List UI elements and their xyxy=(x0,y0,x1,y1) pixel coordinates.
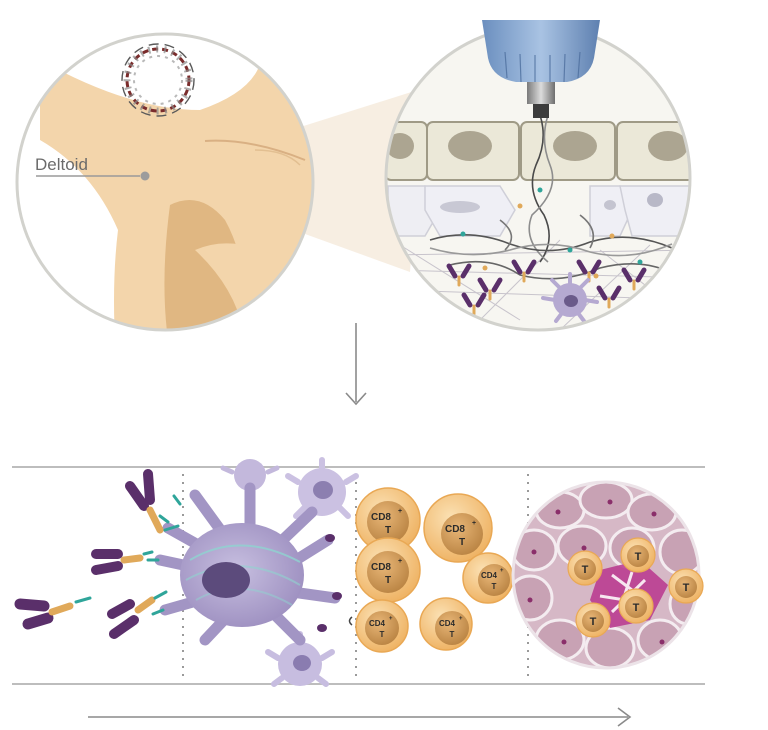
antibody-2 xyxy=(91,549,154,575)
dermal-cell-layer xyxy=(387,185,690,237)
receptor-hook xyxy=(348,616,353,626)
svg-text:T: T xyxy=(385,575,391,586)
cd8-label-3: CD8 xyxy=(445,524,465,535)
svg-text:+: + xyxy=(472,520,476,527)
cd4-label-1: CD4 xyxy=(369,619,386,628)
plasmid-dna-icon xyxy=(121,43,195,117)
svg-text:+: + xyxy=(500,568,504,574)
svg-text:T: T xyxy=(633,602,640,614)
svg-text:+: + xyxy=(398,508,402,515)
deltoid-label: Deltoid xyxy=(35,155,88,174)
t-cell-tumor-5: T xyxy=(575,602,611,638)
dendritic-nucleus xyxy=(202,562,250,598)
svg-text:+: + xyxy=(459,616,463,622)
svg-text:T: T xyxy=(380,630,385,639)
dna-accent-dots xyxy=(460,187,643,279)
cd8-t-cell-1: CD8 + T xyxy=(355,487,421,553)
svg-text:+: + xyxy=(389,616,393,622)
antibody-1 xyxy=(125,469,180,534)
t-cell-tumor-4: T xyxy=(618,588,654,624)
injection-point xyxy=(140,171,150,181)
cd8-label-1: CD8 xyxy=(371,512,391,523)
antibodies-tissue xyxy=(446,259,647,316)
t-cell-tumor-2: T xyxy=(567,550,603,586)
antibody-4 xyxy=(107,590,168,639)
dendritic-cell-small xyxy=(541,272,599,323)
cd4-t-cell-3: CD4 + T xyxy=(419,597,473,651)
lymph-panel xyxy=(12,466,705,685)
injection-device xyxy=(482,20,600,118)
injected-dna-strands xyxy=(429,114,673,280)
dendritic-cell-small-bottom xyxy=(265,631,335,687)
svg-text:T: T xyxy=(635,551,642,563)
dendritic-cell-small-top-2 xyxy=(285,457,359,519)
svg-text:T: T xyxy=(492,582,497,591)
cd8-t-cell-3: CD8 + T xyxy=(423,493,493,563)
svg-text:T: T xyxy=(582,564,589,576)
cd4-label-2: CD4 xyxy=(481,571,498,580)
cd8-t-cell-2: CD8 + T xyxy=(355,537,421,603)
process-down-arrow xyxy=(345,323,367,406)
svg-text:T: T xyxy=(459,537,465,548)
shoulder-circle: Deltoid xyxy=(15,32,315,332)
svg-text:T: T xyxy=(385,525,391,536)
tissue-zoom-circle xyxy=(384,20,692,332)
svg-text:T: T xyxy=(683,582,690,594)
svg-text:+: + xyxy=(398,558,402,565)
cd8-label-2: CD8 xyxy=(371,562,391,573)
svg-text:T: T xyxy=(450,630,455,639)
t-cell-tumor-3: T xyxy=(668,568,704,604)
antibody-3 xyxy=(14,596,92,630)
svg-text:T: T xyxy=(590,616,597,628)
arm-shadow xyxy=(164,200,249,330)
progression-arrow xyxy=(88,707,632,727)
dendritic-cell-large xyxy=(146,482,342,646)
chest-crease xyxy=(204,139,306,161)
cd4-t-cell-1: CD4 + T xyxy=(355,599,409,653)
cd4-label-3: CD4 xyxy=(439,619,456,628)
cd4-t-cell-2: CD4 + T xyxy=(462,552,514,604)
t-cell-tumor-1: T xyxy=(620,537,656,573)
